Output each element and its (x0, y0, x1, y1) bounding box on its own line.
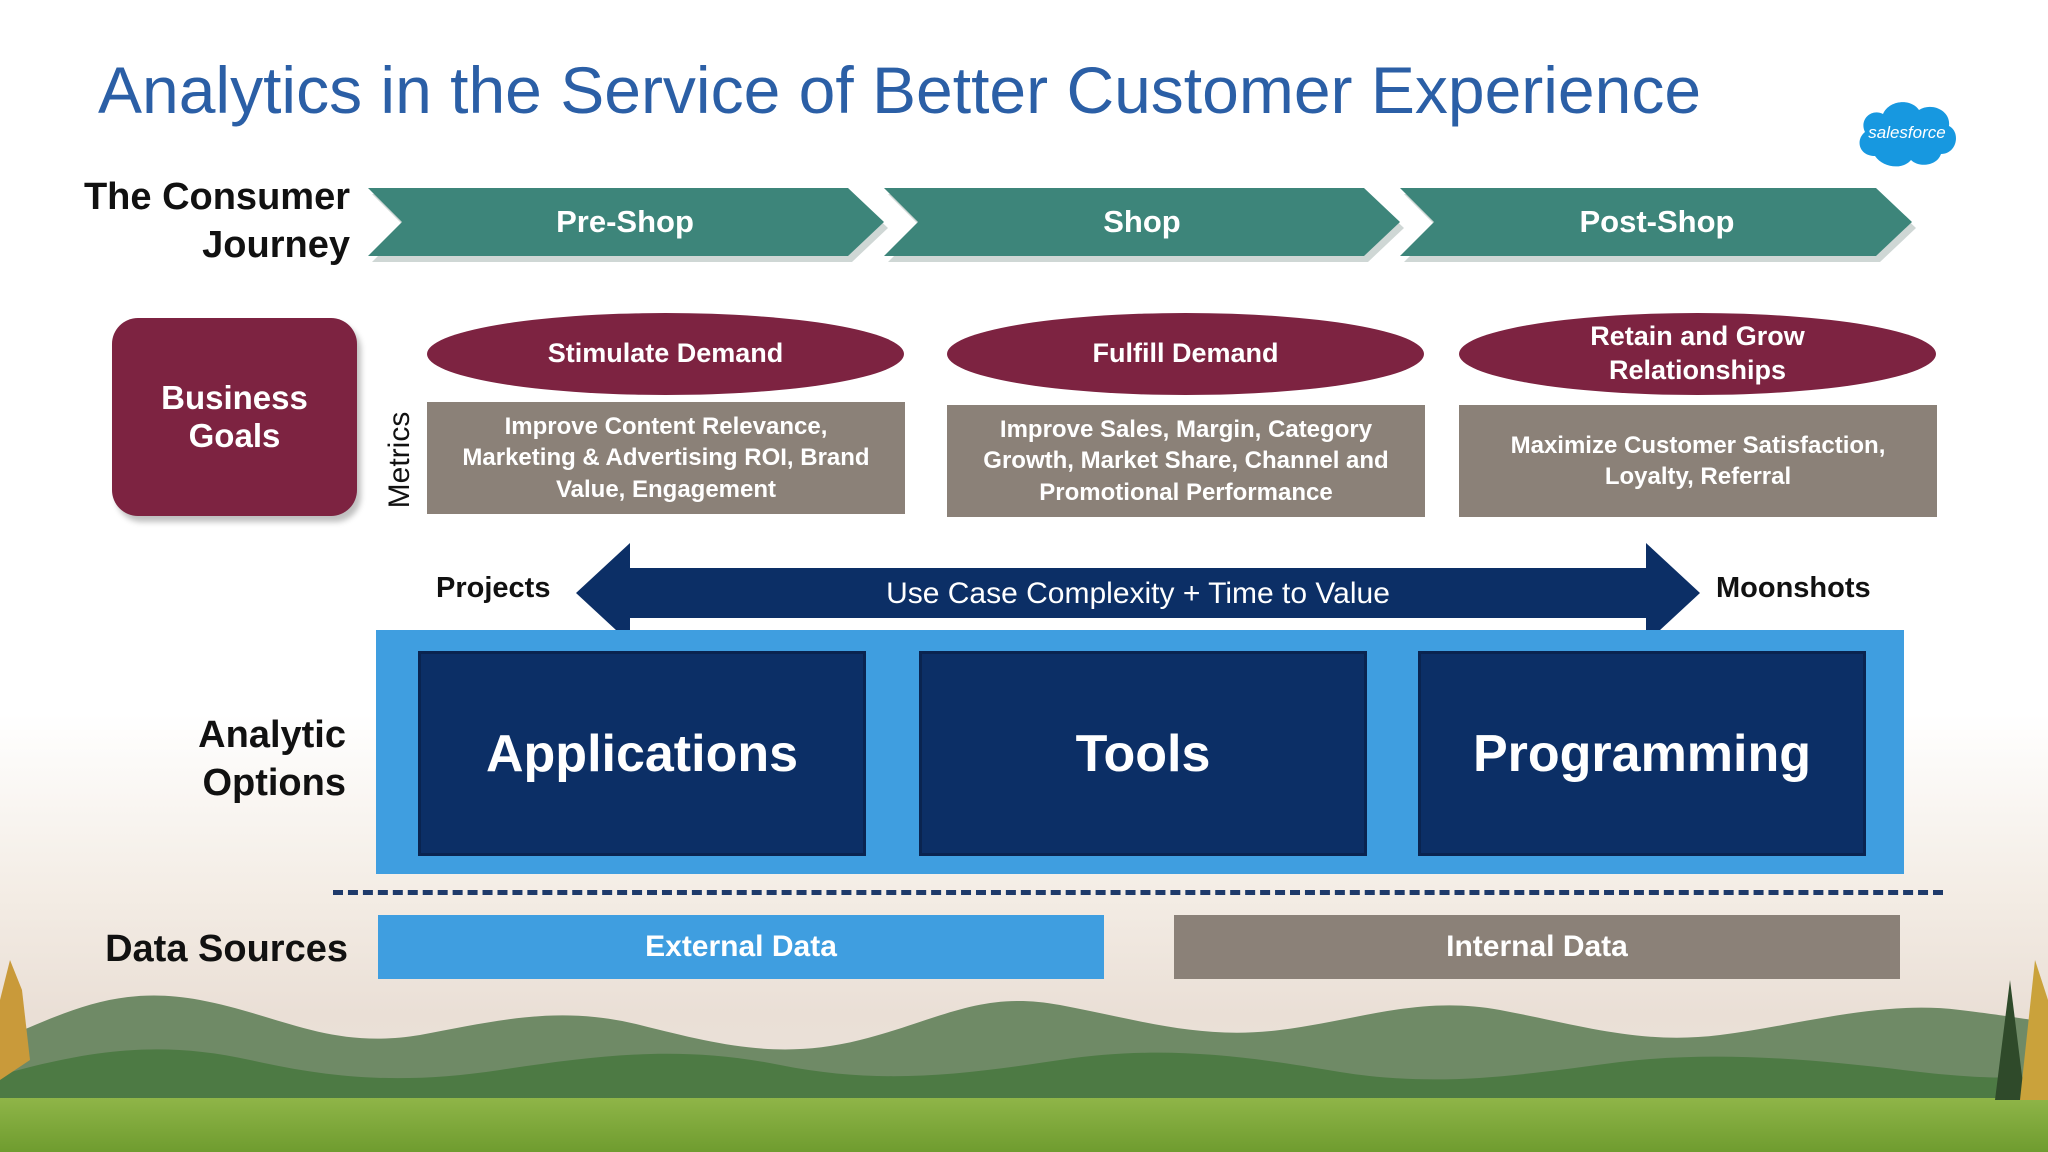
goal-name-line1: Retain and Grow (1590, 321, 1805, 352)
data-sources-label: Data Sources (105, 928, 348, 970)
goal-oval-stimulate-demand: Stimulate Demand (427, 313, 904, 395)
metric-line: Improve Content Relevance, (504, 413, 828, 441)
goal-name-line2: Relationships (1608, 355, 1787, 385)
goal-oval-retain-grow: Retain and Grow Relationships (1459, 313, 1936, 395)
metric-line: Value, Engagement (555, 475, 777, 503)
stage-pre-shop: Pre-Shop (556, 204, 694, 239)
business-goals-line1: Business (161, 379, 308, 417)
metric-line: Loyalty, Referral (1604, 463, 1792, 490)
metrics-label: Metrics (370, 405, 430, 515)
stage-post-shop: Post-Shop (1579, 204, 1735, 239)
business-goals-box: Business Goals (112, 318, 357, 516)
metric-line: Marketing & Advertising ROI, Brand (462, 444, 870, 472)
analytic-options-line1: Analytic (198, 714, 346, 756)
metric-line: Growth, Market Share, Channel and (983, 447, 1389, 475)
goal-oval-fulfill-demand: Fulfill Demand (947, 313, 1424, 395)
metrics-label-text: Metrics (383, 411, 416, 509)
dashed-divider (333, 890, 1943, 895)
external-data-box: External Data (378, 915, 1104, 979)
logo-text: salesforce (1868, 123, 1945, 142)
goal-name: Stimulate Demand (547, 338, 784, 369)
analytic-options-line2: Options (202, 761, 346, 804)
consumer-journey-label: The Consumer Journey (40, 174, 350, 269)
option-tools: Tools (919, 651, 1367, 856)
journey-chevrons (368, 188, 1916, 262)
business-goals-line2: Goals (188, 417, 281, 454)
internal-data-box: Internal Data (1174, 915, 1900, 979)
stage-shop: Shop (1103, 204, 1181, 239)
option-programming: Programming (1418, 651, 1866, 856)
analytic-options-label: Analytic Options (40, 712, 346, 807)
double-arrow-icon (576, 543, 1700, 643)
metric-line: Improve Sales, Margin, Category (999, 416, 1373, 444)
consumer-journey-label-line1: The Consumer (83, 176, 350, 218)
projects-label: Projects (436, 572, 551, 604)
consumer-journey-label-line2: Journey (202, 223, 350, 266)
salesforce-logo: salesforce (1853, 94, 1961, 170)
metric-line: Promotional Performance (1039, 478, 1333, 506)
moonshots-label: Moonshots (1716, 572, 1871, 604)
metric-box-retain-grow: Maximize Customer Satisfaction, Loyalty,… (1459, 405, 1937, 517)
option-applications: Applications (418, 651, 866, 856)
metric-box-fulfill-demand: Improve Sales, Margin, Category Growth, … (947, 405, 1425, 517)
metric-box-stimulate-demand: Improve Content Relevance, Marketing & A… (427, 402, 905, 514)
arrow-label: Use Case Complexity + Time to Value (886, 577, 1390, 610)
goal-name: Fulfill Demand (1092, 338, 1279, 369)
metric-line: Maximize Customer Satisfaction, (1510, 431, 1886, 459)
slide-title: Analytics in the Service of Better Custo… (98, 53, 1702, 127)
